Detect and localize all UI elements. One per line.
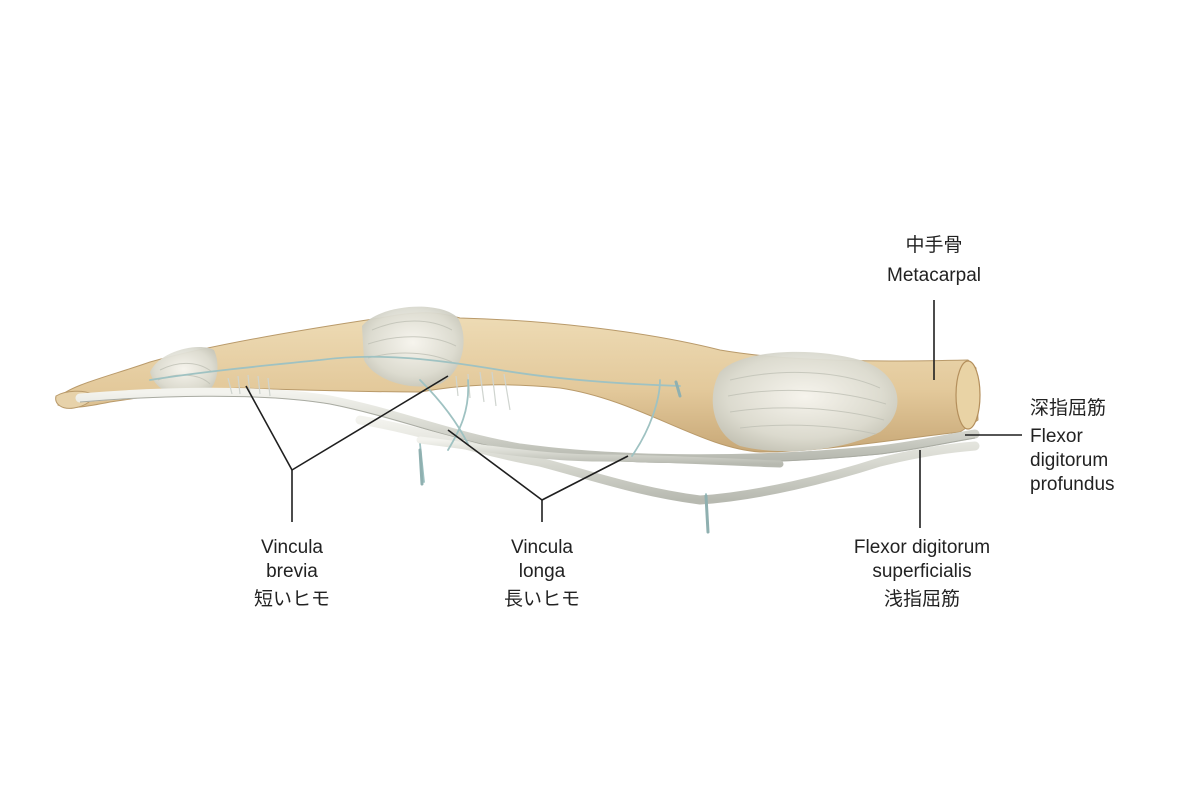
metacarpal-label: 中手骨 Metacarpal [887,234,981,288]
metacarpal-cut-end [955,360,981,430]
fdp-label: 深指屈筋 Flexor digitorum profundus [1030,397,1115,497]
fds-label-ja: 浅指屈筋 [883,589,960,610]
fdp-tendon [75,387,980,464]
metacarpal-label-ja: 中手骨 [905,235,963,256]
fdp-label-en-2: digitorum [1030,450,1109,471]
vincular-vessels [149,355,709,531]
pip-joint-capsule [362,306,464,387]
vincula-longa-label-en-2: longa [518,561,566,582]
metacarpal-label-en: Metacarpal [887,265,981,286]
capsule-striations [157,320,887,435]
vincula-longa-label-ja: 長いヒモ [503,589,581,610]
fds-label-en-1: Flexor digitorum [853,537,991,558]
fdp-label-ja: 深指屈筋 [1030,398,1107,419]
leader-lines [245,300,1022,528]
vincula-longa-label-en-1: Vincula [511,537,573,558]
vessel-stubs [418,380,710,534]
vincula-brevia-label-en-1: Vincula [261,537,323,558]
fds-label: Flexor digitorum superficialis 浅指屈筋 [854,536,990,612]
fds-label-en-2: superficialis [872,561,972,582]
vincula-brevia-label: Vincula brevia 短いヒモ [254,536,330,612]
vincula-longa-label: Vincula longa 長いヒモ [504,536,580,612]
mcp-joint-capsule [712,351,898,452]
fdp-label-en-1: Flexor [1030,426,1083,447]
dip-joint-capsule [150,346,218,397]
fdp-label-en-3: profundus [1030,474,1115,495]
vincula-brevia-label-ja: 短いヒモ [253,589,331,610]
vincula-brevia-label-en-2: brevia [266,561,318,582]
